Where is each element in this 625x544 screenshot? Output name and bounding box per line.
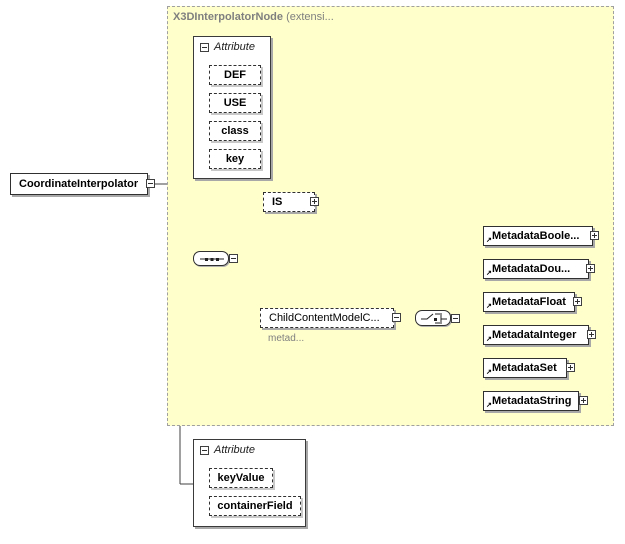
choice-item-label: MetadataDou... [492,263,571,275]
reference-arrow-icon: ↗ [486,237,492,244]
attribute-group-collapse-icon[interactable] [200,43,209,52]
expand-icon[interactable] [579,396,588,405]
root-collapse-icon[interactable] [146,179,155,188]
extension-suffix: (extensi... [286,11,334,23]
choice-item-label: MetadataInteger [492,329,577,341]
choice-item-metadata-float[interactable]: ↗ MetadataFloat [483,292,575,312]
attribute-key[interactable]: key [209,149,261,169]
base-attribute-group: Attribute DEF USE class key [193,36,271,179]
child-content-model-group[interactable]: ChildContentModelC... [260,308,394,328]
extension-region: X3DInterpolatorNode (extensi... [167,6,614,426]
reference-arrow-icon: ↗ [486,303,492,310]
attribute-group-heading: Attribute [214,41,255,53]
extension-title: X3DInterpolatorNode (extensi... [173,11,334,23]
expand-icon[interactable] [586,264,595,273]
choice-item-label: MetadataFloat [492,296,566,308]
group-collapse-icon[interactable] [392,313,401,322]
own-attribute-group: Attribute keyValue containerField [193,439,306,527]
group-note: metad... [268,333,305,344]
choice-compositor[interactable] [415,310,451,326]
choice-icon [421,313,447,324]
choice-item-metadata-set[interactable]: ↗ MetadataSet [483,358,567,378]
attribute-container-field-label: containerField [217,500,293,512]
extension-base-name: X3DInterpolatorNode [173,11,284,23]
sequence-icon [200,258,224,261]
choice-collapse-icon[interactable] [451,314,460,323]
expand-icon[interactable] [590,231,599,240]
attribute-group-heading: Attribute [214,444,255,456]
attribute-def-label: DEF [224,69,246,81]
is-expand-icon[interactable] [310,197,319,206]
attribute-key-label: key [225,153,245,165]
reference-arrow-icon: ↗ [486,402,492,409]
reference-arrow-icon: ↗ [486,369,492,376]
attribute-group-collapse-icon[interactable] [200,446,209,455]
reference-arrow-icon: ↗ [486,336,492,343]
choice-item-metadata-integer[interactable]: ↗ MetadataInteger [483,325,589,345]
choice-item-metadata-string[interactable]: ↗ MetadataString [483,391,579,411]
attribute-class-label: class [221,125,249,137]
choice-item-metadata-boolean[interactable]: ↗ MetadataBoole... [483,226,593,246]
sequence-compositor[interactable] [193,251,229,266]
expand-icon[interactable] [566,363,575,372]
attribute-container-field[interactable]: containerField [209,496,301,516]
is-element[interactable]: IS [263,192,315,212]
attribute-def[interactable]: DEF [209,65,261,85]
root-element[interactable]: CoordinateInterpolator [10,173,148,195]
attribute-class[interactable]: class [209,121,261,141]
is-element-label: IS [272,196,283,208]
child-content-model-label: ChildContentModelC... [269,312,380,324]
sequence-collapse-icon[interactable] [229,254,238,263]
attribute-key-value-label: keyValue [217,472,265,484]
expand-icon[interactable] [587,330,596,339]
choice-item-label: MetadataString [492,395,572,407]
attribute-key-value[interactable]: keyValue [209,468,273,488]
reference-arrow-icon: ↗ [486,270,492,277]
expand-icon[interactable] [573,297,582,306]
choice-item-label: MetadataBoole... [492,230,580,242]
choice-item-label: MetadataSet [492,362,557,374]
attribute-use-label: USE [223,97,247,109]
attribute-use[interactable]: USE [209,93,261,113]
choice-item-metadata-double[interactable]: ↗ MetadataDou... [483,259,589,279]
root-element-label: CoordinateInterpolator [19,178,139,190]
